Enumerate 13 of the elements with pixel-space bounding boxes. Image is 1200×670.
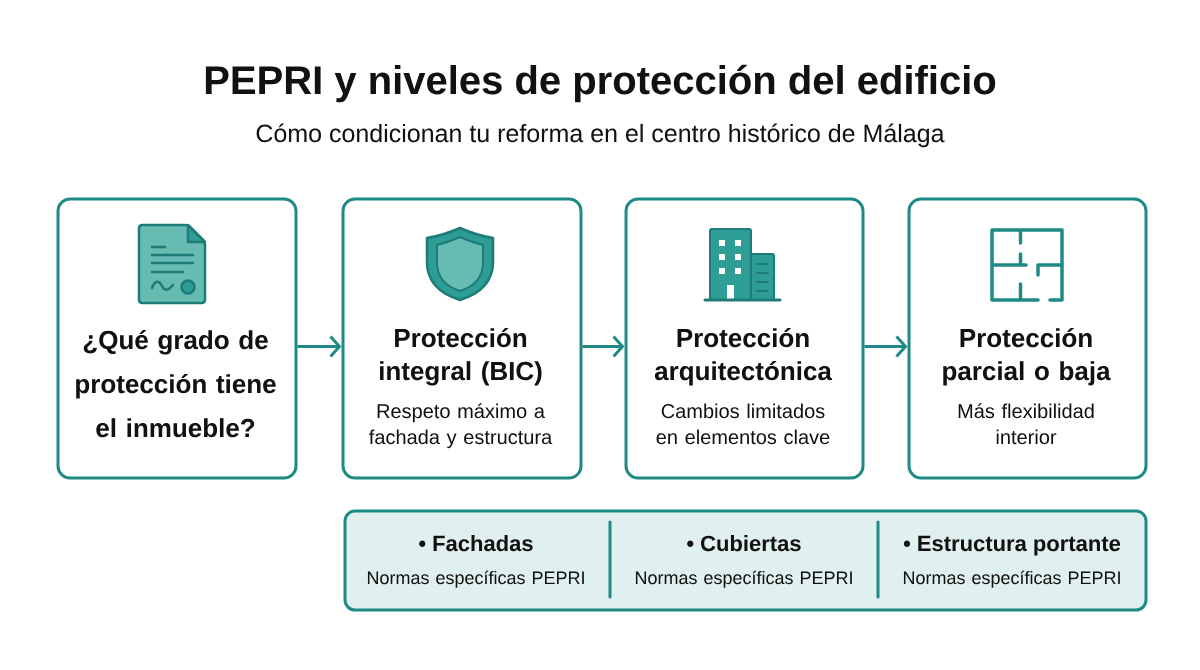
title: PEPRI y niveles de protección del edificio bbox=[205, 64, 996, 103]
info-item: • Fachadas Normas específicas PEPRI bbox=[367, 535, 584, 588]
info-item: • Estructura portante Normas específicas PEPRI bbox=[903, 535, 1121, 588]
step-box: ¿Qué grado de protección tiene el inmueble? bbox=[56, 197, 298, 480]
info-item: • Cubiertas Normas específicas PEPRI bbox=[635, 535, 852, 588]
step-box: Protección parcial o baja Más flexibilidad interior bbox=[907, 197, 1148, 480]
subtitle: Cómo condicionan tu reforma en el centro histórico de Málaga bbox=[256, 123, 945, 148]
step-box: Protección arquitectónica Cambios limitados en elementos clave bbox=[624, 197, 865, 480]
arrow bbox=[864, 335, 908, 358]
step-box: Protección integral (BIC) Respeto máximo a fachada y estructura bbox=[341, 197, 583, 480]
arrow bbox=[582, 335, 625, 358]
arrow bbox=[297, 335, 342, 358]
panel bbox=[343, 509, 1148, 612]
